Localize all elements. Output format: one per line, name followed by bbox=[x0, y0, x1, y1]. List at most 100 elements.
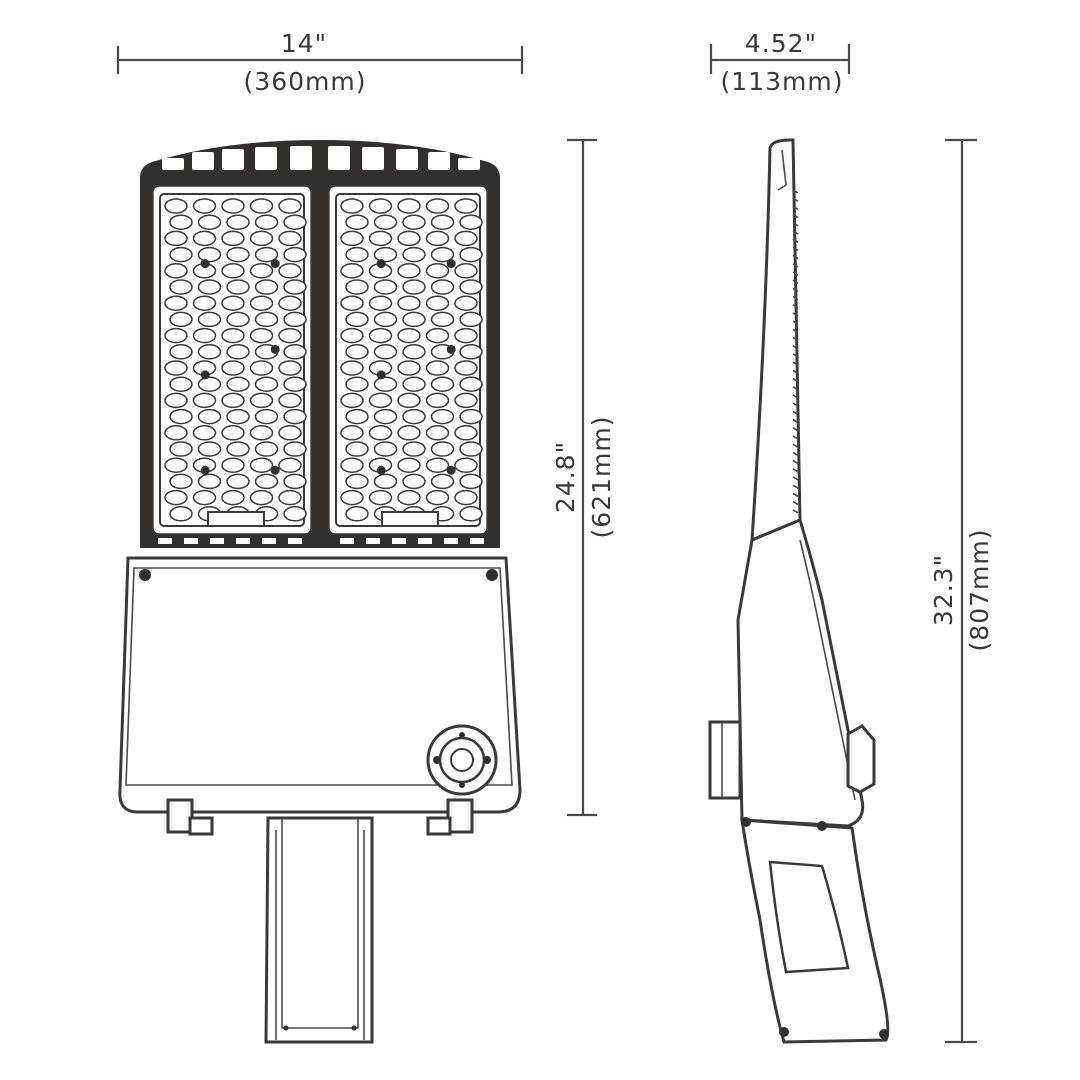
led-lens bbox=[169, 408, 193, 425]
led-lens bbox=[226, 279, 250, 295]
fin-tick bbox=[792, 484, 799, 489]
total-height-imperial-label: 32.3" bbox=[929, 554, 958, 626]
led-lens bbox=[254, 408, 279, 425]
led-lens bbox=[345, 408, 369, 425]
led-lens bbox=[368, 392, 393, 409]
led-lens bbox=[169, 246, 193, 263]
fin-tick bbox=[792, 500, 799, 506]
led-lens bbox=[164, 425, 188, 441]
fin-tick bbox=[792, 197, 799, 202]
led-lens bbox=[164, 327, 188, 344]
fin-tick bbox=[792, 304, 799, 309]
led-lens bbox=[249, 327, 274, 344]
led-lens bbox=[197, 214, 222, 230]
led-lens bbox=[459, 344, 483, 360]
led-lens bbox=[459, 376, 483, 392]
led-lens bbox=[197, 376, 222, 392]
screw-right bbox=[486, 569, 498, 581]
side-view bbox=[708, 138, 890, 1044]
led-lens bbox=[226, 214, 250, 230]
led-lens bbox=[192, 230, 217, 247]
fin-tick bbox=[792, 468, 799, 473]
led-lens bbox=[373, 311, 398, 328]
led-lens bbox=[425, 263, 450, 279]
led-lens bbox=[278, 489, 302, 506]
led-lens bbox=[283, 473, 307, 490]
fin-tick bbox=[792, 230, 799, 235]
led-lens bbox=[221, 489, 245, 506]
led-lens bbox=[402, 473, 426, 490]
led-lens bbox=[164, 360, 188, 376]
led-lens bbox=[459, 441, 483, 457]
led-lens bbox=[459, 214, 483, 230]
led-lens bbox=[283, 246, 307, 263]
fin-tick bbox=[792, 295, 799, 301]
led-marker bbox=[200, 370, 210, 380]
led-lens bbox=[425, 198, 450, 214]
led-lens bbox=[197, 279, 222, 295]
led-lens bbox=[249, 392, 274, 409]
fin-tick bbox=[792, 222, 799, 227]
width-metric-label: (360mm) bbox=[244, 67, 367, 96]
led-lens bbox=[164, 295, 188, 311]
led-lens bbox=[169, 344, 193, 360]
led-lens bbox=[402, 376, 426, 392]
led-marker bbox=[270, 465, 280, 475]
led-lens bbox=[278, 230, 302, 247]
led-lens bbox=[169, 311, 193, 328]
led-lens bbox=[249, 457, 274, 473]
led-lens bbox=[221, 263, 245, 279]
arch-vents bbox=[162, 146, 480, 170]
led-lens bbox=[340, 489, 364, 506]
led-lens bbox=[169, 506, 193, 522]
led-lens bbox=[221, 327, 245, 344]
led-lens bbox=[278, 425, 302, 441]
led-lens bbox=[340, 457, 364, 473]
fin-tick bbox=[792, 476, 799, 481]
fin-tick bbox=[792, 213, 799, 219]
body-height-dimension: 24.8" (621mm) bbox=[551, 138, 616, 817]
fin-tick bbox=[792, 263, 799, 268]
led-marker bbox=[200, 465, 210, 475]
led-lens bbox=[402, 279, 426, 295]
fin-tick bbox=[792, 418, 799, 424]
led-lens bbox=[169, 441, 193, 457]
led-lens bbox=[169, 279, 193, 295]
led-lens bbox=[340, 263, 364, 279]
led-lens bbox=[425, 295, 450, 311]
led-lens bbox=[226, 376, 250, 392]
led-lens bbox=[192, 198, 217, 214]
fin-tick bbox=[792, 386, 799, 391]
body-height-metric-label: (621mm) bbox=[587, 416, 616, 539]
fin-tick bbox=[792, 451, 799, 457]
led-lens bbox=[192, 327, 217, 344]
led-lens bbox=[169, 473, 193, 490]
led-lens bbox=[340, 425, 364, 441]
led-lens bbox=[397, 198, 421, 214]
led-lens bbox=[197, 408, 222, 425]
fin-tick bbox=[792, 443, 799, 448]
fin-tick bbox=[792, 427, 799, 432]
tab-right bbox=[446, 798, 474, 834]
led-lens bbox=[345, 441, 369, 457]
led-lens bbox=[402, 441, 426, 457]
led-lens bbox=[368, 295, 393, 311]
led-lens bbox=[226, 344, 250, 360]
slip-fitter-arm bbox=[264, 816, 374, 1044]
led-lens bbox=[221, 360, 245, 376]
led-lens bbox=[425, 489, 450, 506]
led-lens bbox=[254, 246, 279, 263]
led-lens bbox=[164, 489, 188, 506]
led-lens bbox=[169, 214, 193, 230]
led-lens bbox=[278, 263, 302, 279]
led-lens bbox=[192, 489, 217, 506]
led-lens bbox=[278, 457, 302, 473]
led-lens bbox=[249, 360, 274, 376]
led-lens bbox=[340, 360, 364, 376]
led-marker bbox=[376, 259, 386, 269]
led-lens bbox=[459, 473, 483, 490]
side-fin-ticks bbox=[792, 189, 799, 514]
led-lens bbox=[221, 457, 245, 473]
total-height-metric-label: (807mm) bbox=[965, 529, 994, 652]
fin-tick bbox=[792, 279, 799, 284]
